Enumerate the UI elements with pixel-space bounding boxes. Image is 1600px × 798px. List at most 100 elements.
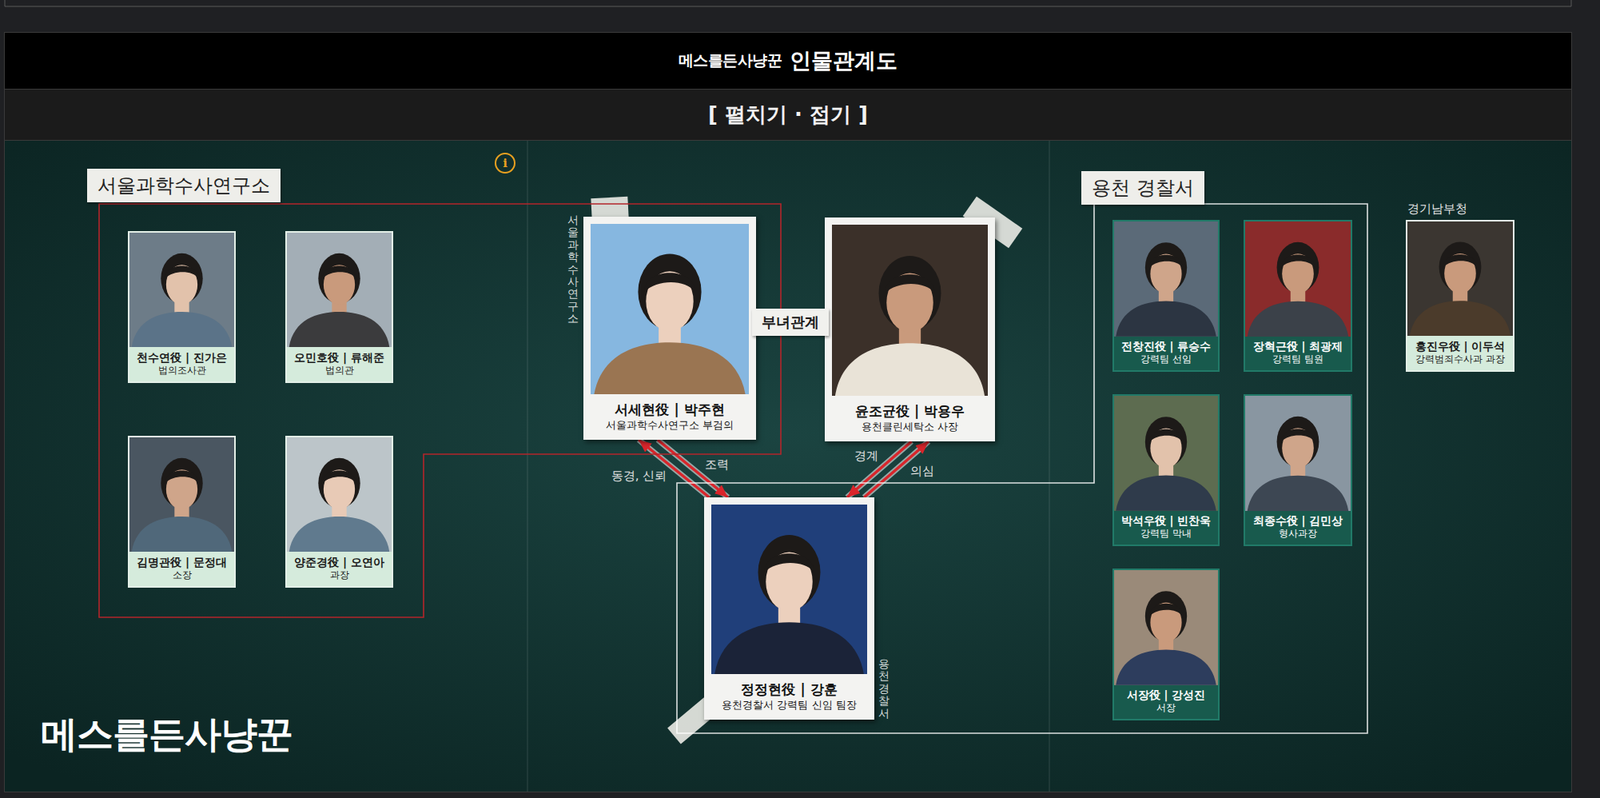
- character-card: 김명관役 | 문정대소장: [127, 435, 236, 588]
- portrait-photo: [590, 223, 749, 395]
- portrait-ground: [831, 224, 988, 396]
- portrait-art: [129, 437, 235, 552]
- character-name: 천수연役 | 진가은: [136, 350, 227, 365]
- portrait-ground: [590, 223, 749, 395]
- character-role: 강력팀 선임: [1140, 353, 1192, 367]
- portrait-fringe: [1443, 254, 1477, 267]
- portrait-body: [835, 342, 985, 396]
- portrait-ground: [711, 504, 868, 674]
- character-card: 오민호役 | 류해준법의관: [285, 230, 394, 383]
- character-role: 강력팀 팀원: [1272, 353, 1324, 367]
- portrait-art: [1114, 221, 1218, 337]
- portrait-ground: [286, 437, 392, 552]
- portrait-ground: [1245, 221, 1351, 337]
- relation-arrow: [847, 441, 912, 498]
- portrait-photo: [286, 437, 392, 552]
- character-role: 형사과장: [1278, 527, 1318, 541]
- portrait-fringe: [1149, 603, 1183, 617]
- portrait-photo: [1114, 569, 1218, 685]
- portrait-photo: [129, 437, 235, 552]
- character-card: 윤조균役 | 박용우용천클린세탁소 사장: [824, 217, 996, 442]
- character-role: 법의관: [325, 364, 355, 378]
- character-name: 홍진우役 | 이두석: [1415, 338, 1506, 354]
- character-name: 장혁근役 | 최광제: [1253, 339, 1343, 355]
- portrait-art: [1245, 221, 1351, 337]
- card-caption: 서장役 | 강성진서장: [1114, 684, 1218, 719]
- portrait-art: [286, 232, 392, 347]
- portrait-ground: [286, 232, 392, 347]
- character-role: 강력팀 막내: [1140, 527, 1192, 541]
- card-caption: 전창진役 | 류승수강력팀 선임: [1114, 336, 1218, 371]
- header-bar: 메스를든사냥꾼인물관계도: [4, 32, 1572, 89]
- relation-label: 조력: [704, 457, 729, 473]
- card-caption: 천수연役 | 진가은법의조사관: [129, 346, 235, 382]
- card-caption: 김명관役 | 문정대소장: [129, 551, 235, 586]
- character-card: 서장役 | 강성진서장: [1112, 568, 1220, 721]
- portrait-art: [129, 232, 235, 347]
- region-outline: [676, 203, 1368, 733]
- arrow-casing: [847, 441, 912, 498]
- character-role: 과장: [330, 569, 350, 582]
- character-card: 박석우役 | 빈찬욱강력팀 막내: [1112, 394, 1220, 546]
- character-card: 전창진役 | 류승수강력팀 선임: [1112, 219, 1220, 372]
- portrait-body: [714, 621, 864, 674]
- group-region: 서울과학수사연구소천수연役 | 진가은법의조사관 오민호役 | 류해준법의관김명관…: [99, 203, 781, 617]
- portrait-art: [1114, 395, 1218, 511]
- character-name: 김명관役 | 문정대: [136, 554, 227, 570]
- character-name: 서세현役 | 박주현: [614, 400, 725, 418]
- relation-label: 동경, 신뢰: [611, 468, 668, 484]
- character-name: 정정현役 | 강훈: [740, 680, 837, 698]
- character-card: 경기남부청홍진우役 | 이두석강력범죄수사과 과장: [1405, 219, 1515, 372]
- portrait-fringe: [1281, 254, 1315, 268]
- portrait-fringe: [322, 265, 357, 279]
- character-name: 전창진役 | 류승수: [1121, 339, 1211, 355]
- portrait-fringe: [165, 265, 200, 279]
- card-caption: 윤조균役 | 박용우용천클린세탁소 사장: [831, 395, 988, 442]
- portrait-photo: [1407, 221, 1513, 336]
- portrait-art: [831, 224, 988, 396]
- portrait-ground: [1407, 221, 1513, 336]
- card-caption: 장혁근役 | 최광제강력팀 팀원: [1245, 336, 1351, 371]
- portrait-photo: [129, 232, 235, 347]
- grid-line: [1049, 140, 1051, 792]
- portrait-body: [1247, 301, 1350, 337]
- panel-frame: [4, 32, 1573, 793]
- vertical-affiliation: 서울과학수사연구소: [567, 214, 579, 326]
- character-name: 최종수役 | 김민상: [1253, 513, 1343, 529]
- portrait-body: [289, 311, 391, 347]
- chart-title: 인물관계도: [789, 46, 898, 76]
- toggle-bar: [ 펼치기 · 접기 ]: [4, 88, 1572, 141]
- region-heading: 용천 경찰서: [1081, 171, 1205, 205]
- character-role: 소장: [172, 569, 192, 582]
- portrait-art: [1407, 221, 1513, 336]
- portrait-body: [131, 516, 233, 552]
- portrait-photo: [1114, 221, 1218, 337]
- portrait-ground: [1114, 221, 1218, 337]
- portrait-art: [590, 223, 749, 395]
- portrait-body: [289, 516, 391, 552]
- card-caption: 최종수役 | 김민상형사과장: [1245, 510, 1351, 545]
- portrait-photo: [1114, 395, 1218, 511]
- portrait-body: [1115, 474, 1217, 510]
- casing-layer: [638, 439, 929, 498]
- character-name: 윤조균役 | 박용우: [855, 401, 965, 420]
- portrait-body: [1115, 648, 1217, 685]
- card-caption: 오민호役 | 류해준법의관: [286, 346, 392, 382]
- portrait-body: [131, 311, 233, 347]
- group-region: 용천 경찰서정정현役 | 강훈용천경찰서 강력팀 신임 팀장전창진役 | 류승수…: [676, 203, 1368, 733]
- portrait-fringe: [764, 553, 814, 572]
- character-card: 정정현役 | 강훈용천경찰서 강력팀 신임 팀장: [704, 497, 875, 720]
- character-card: 천수연役 | 진가은법의조사관: [127, 230, 236, 383]
- character-role: 법의조사관: [158, 364, 207, 378]
- character-role: 용천경찰서 강력팀 신임 팀장: [721, 697, 856, 713]
- upper-frame: [4, 0, 1572, 7]
- portrait-body: [1247, 475, 1350, 511]
- character-name: 양준경役 | 오연아: [294, 554, 385, 570]
- portrait-art: [711, 504, 868, 674]
- portrait-art: [1114, 569, 1218, 685]
- portrait-body: [1115, 300, 1217, 336]
- portrait-fringe: [1281, 429, 1315, 442]
- portrait-body: [1409, 300, 1512, 336]
- chalkboard-panel: [4, 140, 1572, 792]
